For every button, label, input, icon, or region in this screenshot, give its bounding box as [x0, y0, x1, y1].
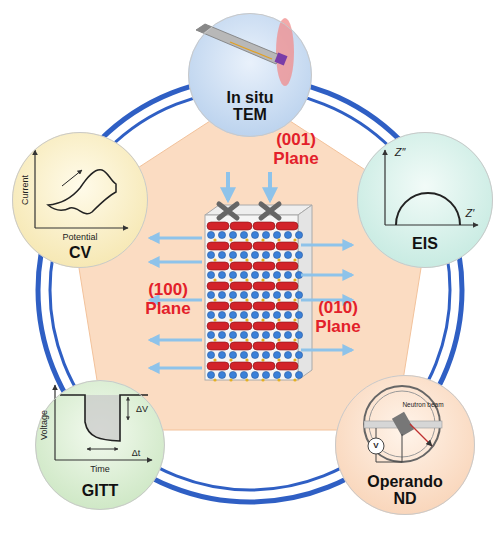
- method-circle: Operando ND: [335, 375, 475, 515]
- axis-label: Z″: [395, 146, 406, 158]
- plane-label: (100) Plane: [140, 281, 196, 318]
- axis-label: V: [373, 442, 378, 451]
- axis-label: Potential: [62, 233, 97, 243]
- plane-label: (001) Plane: [268, 131, 324, 168]
- method-circle: GITT: [35, 380, 165, 510]
- method-label: EIS: [412, 235, 438, 253]
- axis-label: Z′: [466, 207, 475, 219]
- axis-label: Voltage: [40, 410, 50, 440]
- axis-label: Δt: [132, 449, 141, 459]
- method-label: Operando ND: [355, 473, 455, 508]
- method-circle: CV: [12, 132, 148, 268]
- method-circle: EIS: [357, 132, 493, 268]
- method-label: In situ TEM: [210, 89, 290, 124]
- axis-label: Current: [21, 175, 31, 205]
- method-label: CV: [69, 244, 91, 262]
- method-label: GITT: [82, 482, 118, 500]
- axis-label: ΔV: [136, 405, 148, 415]
- axis-label: Neutron beam: [402, 401, 443, 408]
- plane-label: (010) Plane: [310, 299, 366, 336]
- axis-label: Time: [90, 465, 110, 475]
- method-circle: In situ TEM: [188, 13, 312, 137]
